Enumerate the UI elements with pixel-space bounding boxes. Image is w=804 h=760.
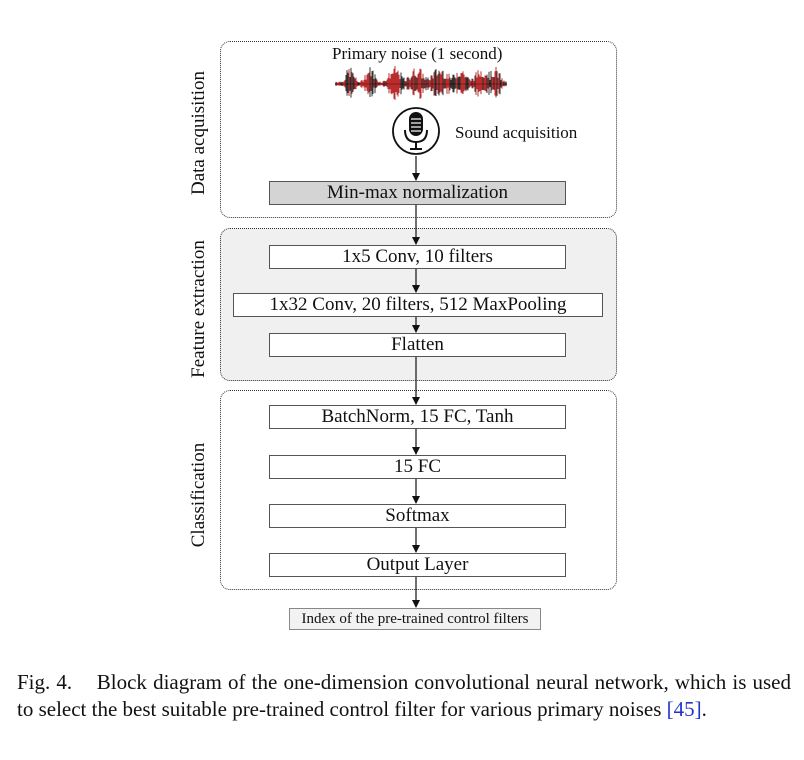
conv2-block: 1x32 Conv, 20 filters, 512 MaxPooling xyxy=(233,293,603,317)
citation-link[interactable]: [45] xyxy=(666,697,702,721)
microphone-icon xyxy=(392,107,440,155)
caption-text: Block diagram of the one-dimension convo… xyxy=(17,670,792,721)
data-acquisition-panel xyxy=(220,41,617,218)
primary-noise-label: Primary noise (1 second) xyxy=(332,44,503,63)
figure-label: Fig. 4. xyxy=(17,670,73,694)
output-layer-block: Output Layer xyxy=(269,553,566,577)
flatten-block: Flatten xyxy=(269,333,566,357)
min-max-normalization-block: Min-max normalization xyxy=(269,181,566,205)
figure-caption: Fig. 4. Block diagram of the one-dimensi… xyxy=(17,669,791,723)
result-index-box: Index of the pre-trained control filters xyxy=(289,608,541,630)
sound-acquisition-label: Sound acquisition xyxy=(455,123,578,142)
waveform-graphic xyxy=(335,66,507,100)
classification-panel xyxy=(220,390,617,590)
batchnorm-block: BatchNorm, 15 FC, Tanh xyxy=(269,405,566,429)
softmax-block: Softmax xyxy=(269,504,566,528)
conv1-block: 1x5 Conv, 10 filters xyxy=(269,245,566,269)
caption-end: . xyxy=(701,697,707,721)
fc-block: 15 FC xyxy=(269,455,566,479)
